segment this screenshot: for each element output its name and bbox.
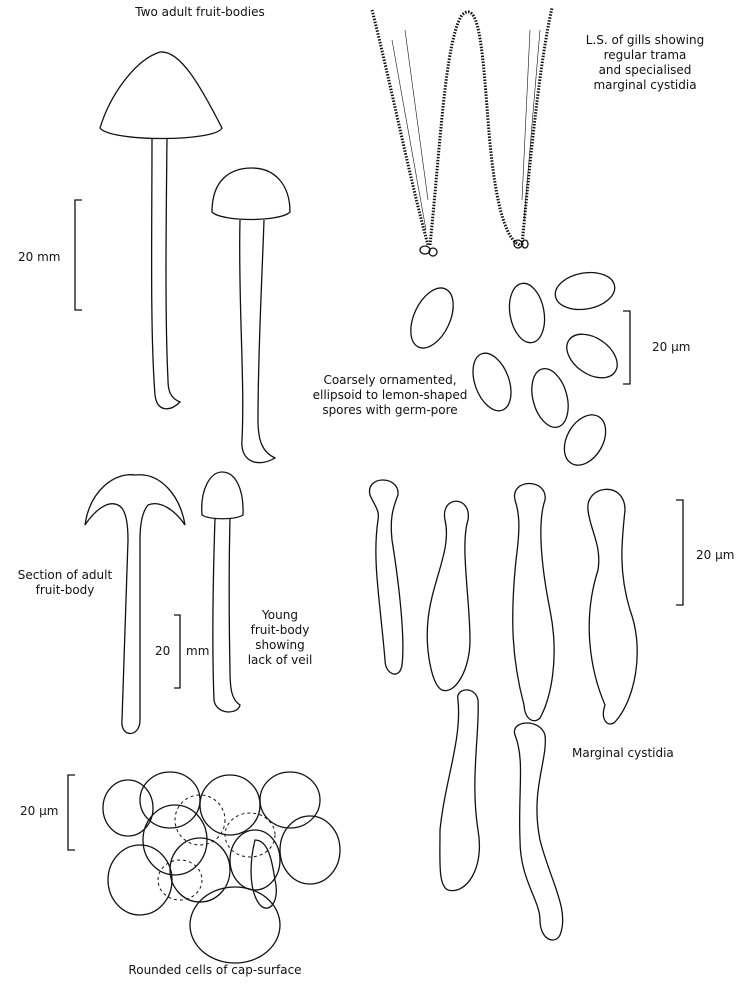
gill-section: [370, 7, 554, 257]
scale-label-young-unit: mm: [186, 644, 210, 658]
label-line: lack of veil: [247, 653, 313, 667]
label-line: regular trama: [603, 48, 687, 62]
young-fruit-body: [201, 471, 244, 713]
label-line: fruit-body: [250, 623, 310, 637]
scale-bar-cells: [67, 774, 75, 851]
label-line: Coarsely ornamented,: [323, 373, 457, 387]
adult-fruit-body-section: [84, 474, 186, 735]
label-spores: Coarsely ornamented, ellipsoid to lemon-…: [305, 373, 475, 418]
cap-surface-cells: [102, 771, 341, 964]
label-line: fruit-body: [35, 583, 95, 597]
scale-bar-young: [174, 614, 181, 689]
scale-bar-fruit-body: [74, 199, 82, 311]
label-line: showing: [255, 638, 305, 652]
marginal-cystidia: [369, 479, 638, 941]
adult-fruit-body-conical: [99, 51, 223, 410]
label-young: Young fruit-body showing lack of veil: [240, 608, 320, 668]
label-line: Young: [262, 608, 298, 622]
label-adult-fruit-bodies: Two adult fruit-bodies: [135, 5, 265, 19]
label-line: and specialised: [598, 63, 692, 77]
spores: [410, 271, 618, 466]
adult-fruit-body-hemispheric: [211, 167, 291, 464]
scale-label-spores: 20 µm: [652, 340, 691, 354]
label-line: Section of adult: [17, 568, 113, 582]
scale-bar-cystidia: [676, 499, 684, 606]
label-cap-cells: Rounded cells of cap-surface: [128, 963, 302, 977]
scale-bar-spores: [623, 310, 631, 385]
label-line: L.S. of gills showing: [585, 33, 705, 47]
scale-label-young-value: 20: [155, 644, 171, 658]
label-line: ellipsoid to lemon-shaped: [312, 388, 468, 402]
label-gills: L.S. of gills showing regular trama and …: [570, 33, 720, 93]
scale-label-fruit-body: 20 mm: [18, 250, 61, 264]
label-line: marginal cystidia: [593, 78, 697, 92]
scale-label-cells: 20 µm: [20, 804, 59, 818]
scale-label-cystidia: 20 µm: [696, 548, 735, 562]
label-section: Section of adult fruit-body: [5, 568, 125, 598]
label-line: spores with germ-pore: [322, 403, 458, 417]
label-marginal-cystidia: Marginal cystidia: [572, 746, 674, 760]
